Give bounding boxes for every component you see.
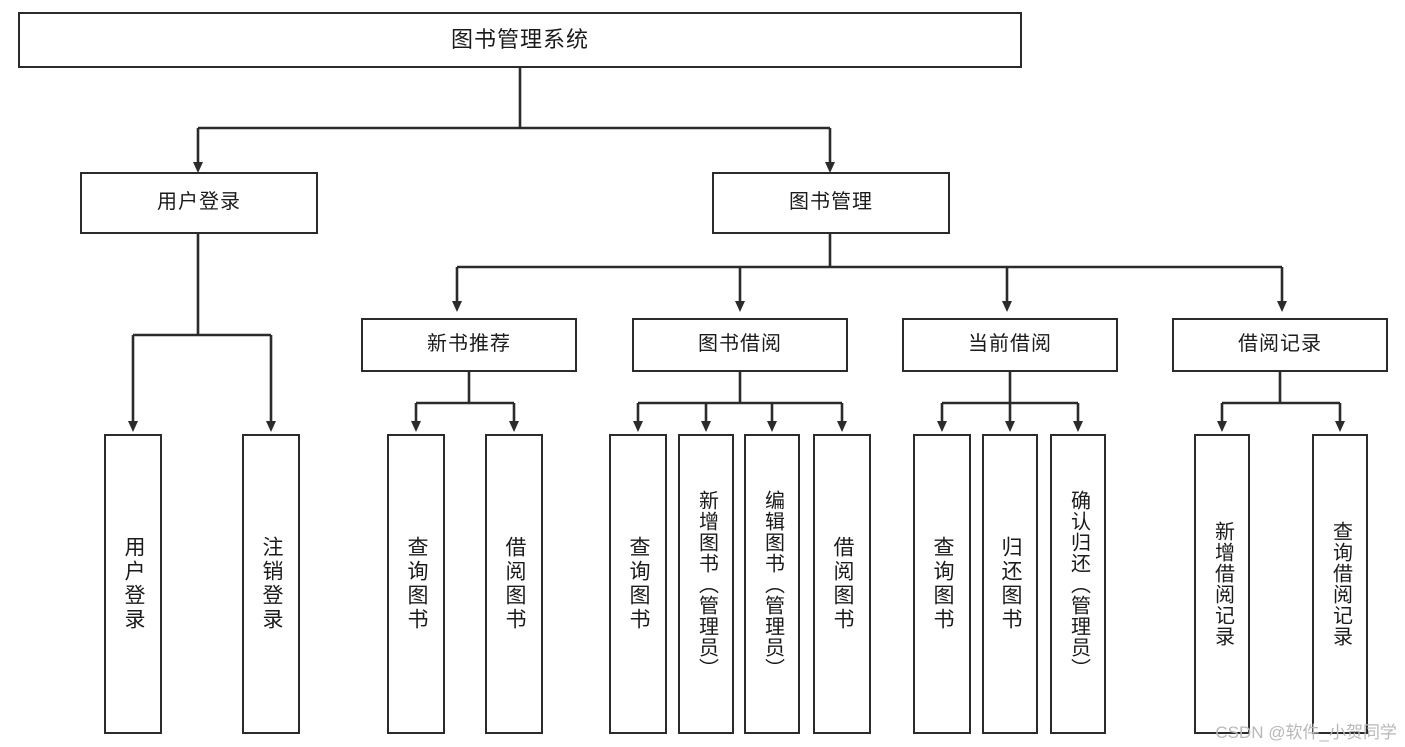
node-borrow-record[interactable]: 借阅记录 — [1172, 318, 1388, 372]
node-leaf-add-book-label: 新增图书（管理员） — [695, 489, 718, 679]
node-leaf-logout[interactable]: 注销登录 — [242, 434, 300, 734]
node-leaf-return-book[interactable]: 归还图书 — [982, 434, 1038, 734]
node-book-borrow[interactable]: 图书借阅 — [632, 318, 848, 372]
node-book-manage-label: 图书管理 — [789, 191, 873, 214]
node-new-book-rec[interactable]: 新书推荐 — [361, 318, 577, 372]
node-leaf-user-login-label: 用户登录 — [122, 536, 146, 632]
node-leaf-query-book-3-label: 查询图书 — [931, 536, 955, 632]
node-leaf-query-book-1-label: 查询图书 — [405, 536, 429, 632]
node-leaf-query-book-3[interactable]: 查询图书 — [913, 434, 971, 734]
node-leaf-confirm-return[interactable]: 确认归还（管理员） — [1050, 434, 1106, 734]
node-leaf-query-book-1[interactable]: 查询图书 — [387, 434, 445, 734]
node-leaf-confirm-return-label: 确认归还（管理员） — [1067, 489, 1090, 679]
node-root[interactable]: 图书管理系统 — [18, 12, 1022, 68]
node-leaf-edit-book[interactable]: 编辑图书（管理员） — [744, 434, 800, 734]
node-current-borrow[interactable]: 当前借阅 — [902, 318, 1118, 372]
node-borrow-record-label: 借阅记录 — [1238, 333, 1322, 356]
node-leaf-query-book-2-label: 查询图书 — [627, 536, 651, 632]
node-user-login[interactable]: 用户登录 — [80, 172, 318, 234]
node-leaf-add-record-label: 新增借阅记录 — [1211, 521, 1234, 647]
node-leaf-borrow-book-2[interactable]: 借阅图书 — [813, 434, 871, 734]
node-leaf-add-record[interactable]: 新增借阅记录 — [1194, 434, 1250, 734]
node-book-borrow-label: 图书借阅 — [698, 333, 782, 356]
node-user-login-label: 用户登录 — [157, 191, 241, 214]
node-leaf-borrow-book-1-label: 借阅图书 — [503, 536, 527, 632]
node-new-book-rec-label: 新书推荐 — [427, 333, 511, 356]
node-leaf-borrow-book-1[interactable]: 借阅图书 — [485, 434, 543, 734]
csdn-watermark: CSDN @软件_小贺同学 — [1215, 723, 1397, 742]
node-leaf-borrow-book-2-label: 借阅图书 — [831, 536, 855, 632]
node-leaf-logout-label: 注销登录 — [260, 536, 284, 632]
node-leaf-return-book-label: 归还图书 — [999, 536, 1023, 632]
node-leaf-query-record-label: 查询借阅记录 — [1329, 521, 1352, 647]
node-current-borrow-label: 当前借阅 — [968, 333, 1052, 356]
node-leaf-query-book-2[interactable]: 查询图书 — [609, 434, 667, 734]
node-book-manage[interactable]: 图书管理 — [712, 172, 950, 234]
node-leaf-edit-book-label: 编辑图书（管理员） — [761, 489, 784, 679]
node-leaf-user-login[interactable]: 用户登录 — [104, 434, 162, 734]
node-leaf-query-record[interactable]: 查询借阅记录 — [1312, 434, 1368, 734]
node-root-label: 图书管理系统 — [450, 27, 589, 53]
node-leaf-add-book[interactable]: 新增图书（管理员） — [678, 434, 734, 734]
